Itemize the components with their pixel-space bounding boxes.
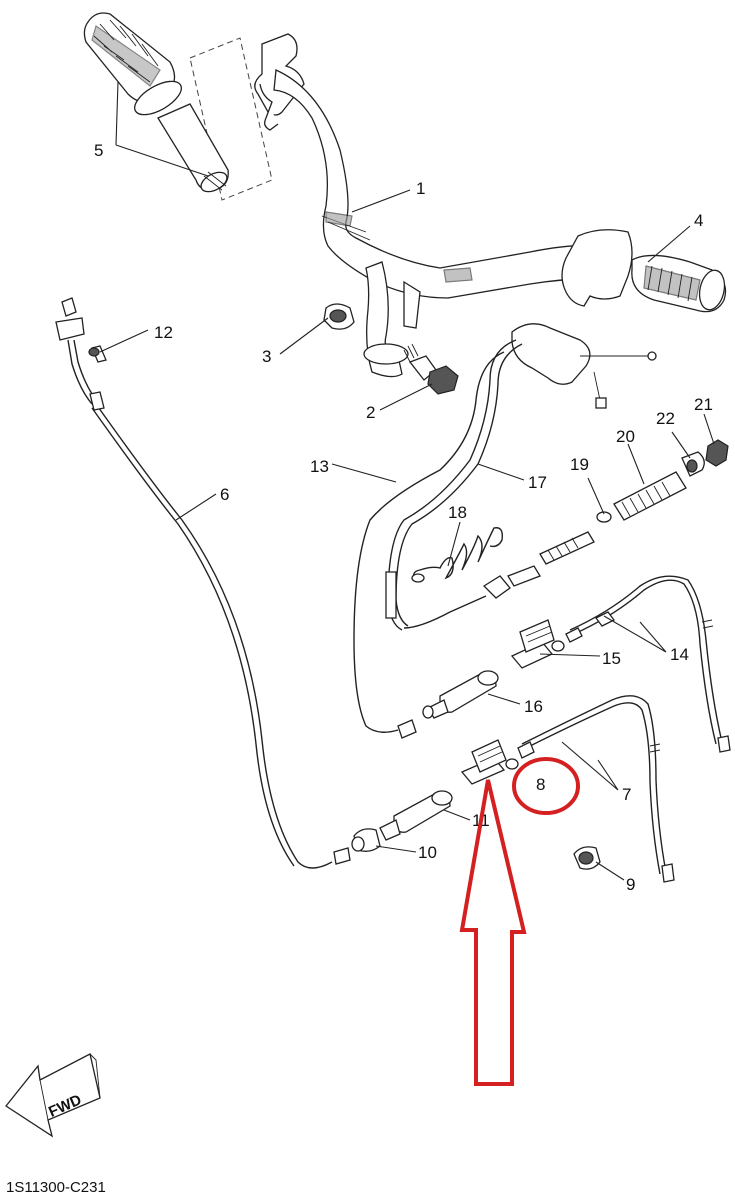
leader-lines [99,81,715,881]
part-label-15: 15 [602,649,621,668]
part-label-20: 20 [616,427,635,446]
document-code: 1S11300-C231 [6,1179,106,1196]
right-grip [631,254,727,313]
part-label-16: 16 [524,697,543,716]
part-label-13: 13 [310,457,329,476]
part-label-10: 10 [418,843,437,862]
part-label-18: 18 [448,503,467,522]
highlight-circle [512,757,580,815]
rear-brake-cable [55,297,351,869]
handlebar [254,33,633,378]
left-grip [83,12,273,201]
part-label-21: 21 [694,395,713,414]
tube-16 [422,670,499,719]
bolt-and-nut [323,303,459,395]
part-label-17: 17 [528,473,547,492]
part-label-9: 9 [626,875,635,894]
part-label-5: 5 [94,141,103,160]
part-label-19: 19 [570,455,589,474]
part-label-14: 14 [670,645,689,664]
part-label-2: 2 [366,403,375,422]
part-label-3: 3 [262,347,271,366]
adjuster-assembly [482,439,729,599]
tube-11-and-10 [351,790,601,870]
part-label-6: 6 [220,485,229,504]
fwd-indicator: FWD [5,1053,101,1138]
part-labels: 5 1 4 12 3 2 22 21 20 19 13 17 6 18 15 1… [94,141,713,894]
part-label-8: 8 [536,775,545,794]
part-label-1: 1 [416,179,425,198]
part-label-22: 22 [656,409,675,428]
throttle-cable-7 [460,695,675,883]
part-label-7: 7 [622,785,631,804]
part-label-4: 4 [694,211,703,230]
throttle-cable-14 [510,575,731,753]
fwd-arrow-icon [5,1053,101,1138]
highlight-annotation [459,757,580,1086]
brake-cables-13-17 [353,323,657,739]
highlight-arrow [459,779,527,1086]
part-label-12: 12 [154,323,173,342]
spring [411,527,504,583]
